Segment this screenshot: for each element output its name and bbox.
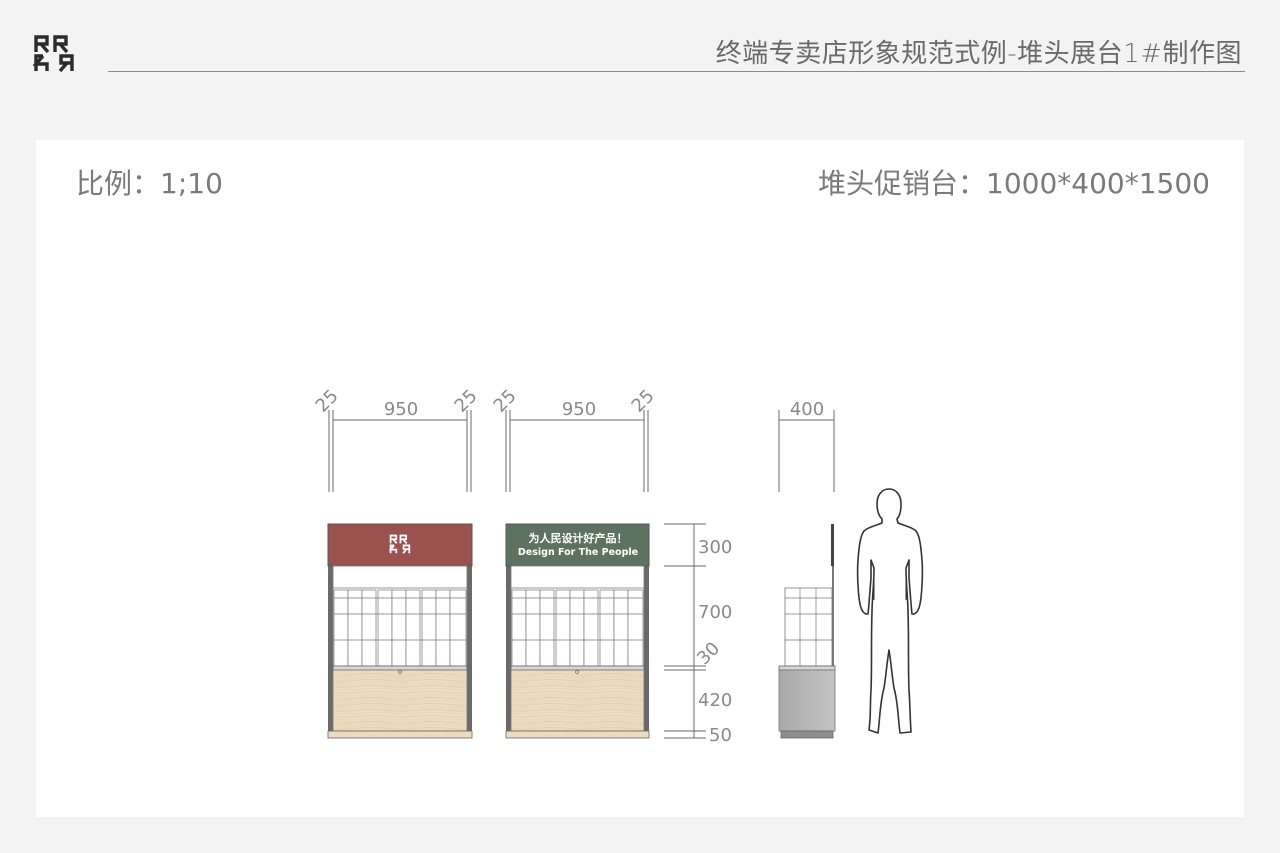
front-b-base <box>505 730 650 739</box>
page-title: 终端专卖店形象规范式例-堆头展台1#制作图 <box>715 39 1242 69</box>
front-b-slogan-en: Design For The People <box>518 547 638 558</box>
side-base <box>780 730 834 739</box>
side-depth-dimension <box>778 410 835 492</box>
front-a-base <box>327 730 473 739</box>
spec-label: 堆头促销台：1000*400*1500 <box>818 167 1210 200</box>
front-b-right-post <box>644 524 649 738</box>
dim-front-a-left-post: 25 <box>312 386 343 417</box>
dim-height-cabinet: 420 <box>698 690 732 711</box>
front-b-width-dimension <box>505 410 649 492</box>
side-shelf-products <box>784 587 833 667</box>
front-view-b: 25 950 25 为人民设计好产品！ Design For The Peopl… <box>490 386 659 739</box>
human-scale-figure <box>856 488 924 734</box>
front-a-width-dimension <box>328 410 472 492</box>
front-a-left-post <box>328 524 333 738</box>
title-divider <box>108 71 1245 72</box>
side-sign-edge <box>831 524 834 566</box>
front-b-product-boxes <box>511 589 644 667</box>
dim-height-base: 50 <box>709 725 732 746</box>
front-b-header-sign <box>505 523 650 567</box>
front-a-header-sign <box>327 523 473 567</box>
brand-logo <box>33 35 74 73</box>
front-a-sign-logo <box>388 534 411 554</box>
front-a-product-boxes <box>333 589 467 667</box>
front-b-wood-cabinet <box>510 669 645 732</box>
dim-front-a-width: 950 <box>384 399 418 420</box>
height-dimension-chain: 300 700 30 420 50 <box>664 523 732 746</box>
front-a-right-post <box>467 524 472 738</box>
front-b-slogan-cn: 为人民设计好产品！ <box>529 531 628 545</box>
dim-front-b-left-post: 25 <box>490 386 521 417</box>
front-b-counter-top <box>510 665 645 671</box>
dim-height-shelf: 700 <box>698 602 732 623</box>
front-b-left-post <box>506 524 511 738</box>
dim-height-header: 300 <box>698 537 732 558</box>
side-view: 400 <box>778 399 836 739</box>
side-counter-top <box>778 665 836 671</box>
scale-label: 比例：1;10 <box>76 167 223 200</box>
dim-height-counter-top: 30 <box>693 638 724 669</box>
dim-front-b-right-post: 25 <box>628 386 659 417</box>
dim-front-a-right-post: 25 <box>451 386 482 417</box>
front-a-wood-cabinet <box>332 669 468 732</box>
dim-side-depth: 400 <box>790 399 824 420</box>
dim-front-b-width: 950 <box>562 399 596 420</box>
front-a-counter-top <box>332 665 468 671</box>
side-post <box>832 566 834 666</box>
front-view-a: 25 950 25 <box>312 386 482 739</box>
side-gray-cabinet <box>778 669 836 732</box>
